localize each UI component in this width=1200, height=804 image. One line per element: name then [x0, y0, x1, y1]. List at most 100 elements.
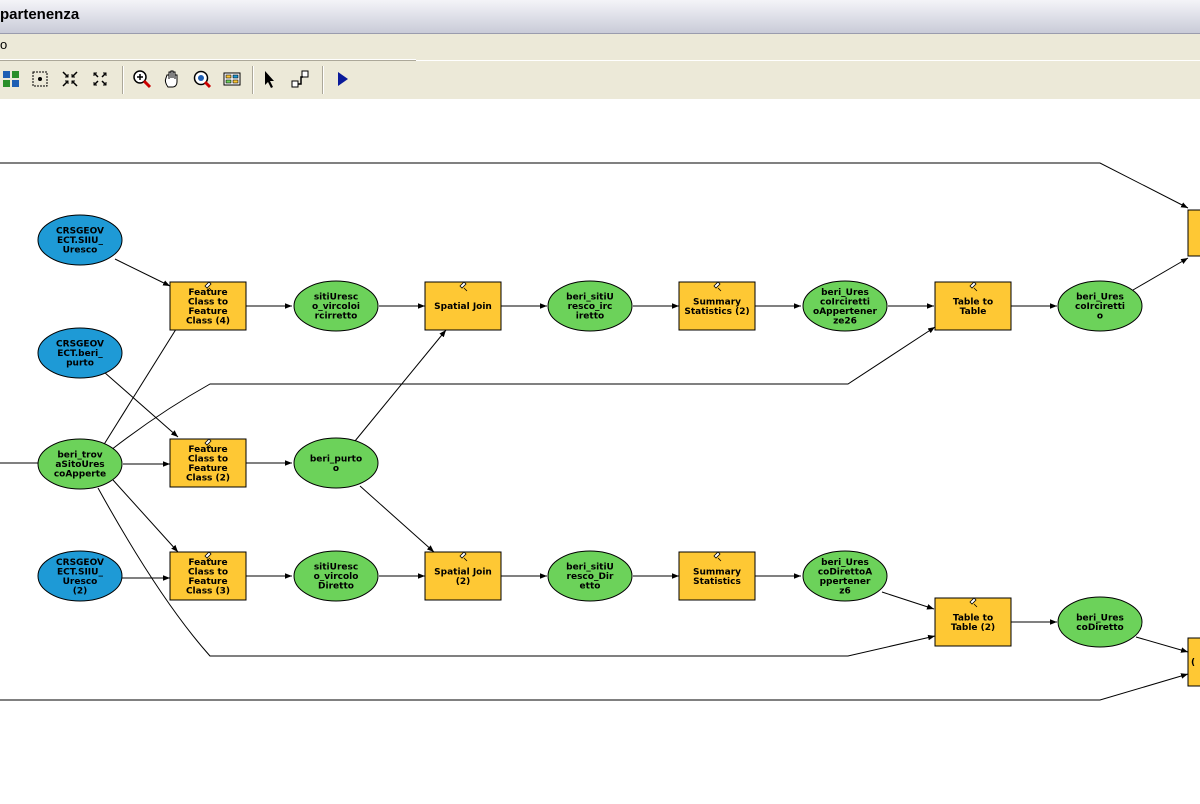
connector: [0, 673, 1189, 701]
toolbar-separator: [252, 66, 253, 94]
node-label: ze26: [833, 316, 857, 326]
tool-box[interactable]: [678, 551, 756, 601]
select-icon[interactable]: [258, 67, 282, 91]
derived-data-ellipse[interactable]: [293, 550, 379, 602]
derived-data-ellipse[interactable]: [547, 550, 633, 602]
node-label: ECT.beri_: [57, 349, 103, 359]
hammer-icon: [459, 281, 468, 292]
node-label: coIrciretti: [820, 297, 870, 307]
node-label: Feature: [188, 577, 227, 587]
connect-icon[interactable]: [288, 67, 312, 91]
connector: [110, 326, 936, 451]
input-data-ellipse[interactable]: [37, 214, 123, 266]
derived-data-ellipse[interactable]: [547, 280, 633, 332]
run-icon[interactable]: [330, 67, 354, 91]
node-label: Table: [960, 307, 987, 317]
menu-item[interactable]: o: [0, 37, 8, 52]
connector: [0, 162, 1189, 209]
zoom-layer-icon[interactable]: [190, 67, 214, 91]
tool-box[interactable]: [169, 551, 247, 601]
grid-icon[interactable]: [220, 67, 244, 91]
node-label: beri_Ures: [821, 288, 869, 298]
node-label: Class (4): [186, 316, 230, 326]
pan-icon[interactable]: [160, 67, 184, 91]
toolbar: [0, 61, 1200, 99]
input-data-ellipse[interactable]: [37, 327, 123, 379]
node-label: coIrciretti: [1075, 302, 1125, 312]
hammer-icon: [204, 438, 213, 449]
zoom-in-fixed-icon[interactable]: [58, 67, 82, 91]
node-label: (2): [456, 577, 471, 587]
tool-box[interactable]: [934, 597, 1012, 647]
connectors: [0, 162, 1189, 701]
node-label: ppertener: [820, 577, 871, 587]
node-label: o_vircolo: [314, 572, 359, 582]
derived-data-ellipse[interactable]: [802, 550, 888, 602]
derived-data-ellipse[interactable]: [293, 437, 379, 489]
node-sj2[interactable]: Spatial Join(2): [424, 551, 502, 601]
menu-separator: [0, 59, 416, 60]
connector: [1132, 257, 1189, 291]
node-sj1[interactable]: Spatial Join: [424, 281, 502, 331]
window-title: partenenza: [0, 6, 80, 23]
node-label: CRSGEOV: [56, 558, 104, 568]
add-data-icon[interactable]: [0, 67, 24, 91]
zoom-in-icon[interactable]: [130, 67, 154, 91]
tool-box[interactable]: [424, 551, 502, 601]
node-label: Feature: [188, 307, 227, 317]
tool-box[interactable]: [169, 438, 247, 488]
node-label: resco_Dir: [567, 572, 614, 582]
derived-data-ellipse[interactable]: [293, 280, 379, 332]
node-label: Feature: [188, 288, 227, 298]
hammer-icon: [713, 281, 722, 292]
tool-box[interactable]: [934, 281, 1012, 331]
node-label: CRSGEOV: [56, 227, 104, 237]
node-label: Table to: [953, 613, 993, 623]
tool-box[interactable]: [169, 281, 247, 331]
node-label: Statistics (2): [684, 307, 749, 317]
model-diagram[interactable]: ( CRSGEOVECT.SIIU_UrescoCRSGEOVECT.beri_…: [0, 99, 1200, 800]
output-tool-partial[interactable]: [1187, 209, 1200, 257]
node-label: (2): [73, 586, 88, 596]
full-extent-icon[interactable]: [28, 67, 52, 91]
tool-box[interactable]: [424, 281, 502, 331]
derived-data-ellipse[interactable]: [802, 280, 888, 332]
derived-data-ellipse[interactable]: [37, 438, 123, 490]
node-label: beri_Ures: [1076, 613, 1124, 623]
hammer-icon: [204, 551, 213, 562]
hammer-icon: [969, 281, 978, 292]
hammer-icon: [713, 551, 722, 562]
tool-box[interactable]: [678, 281, 756, 331]
node-label: aSitoUres: [55, 460, 104, 470]
node-label: Uresco: [63, 577, 98, 587]
node-label: etto: [580, 582, 601, 592]
input-data-ellipse[interactable]: [37, 550, 123, 602]
derived-data-ellipse[interactable]: [1057, 280, 1143, 332]
output-tool-partial[interactable]: [1187, 637, 1200, 687]
zoom-out-fixed-icon[interactable]: [88, 67, 112, 91]
derived-data-ellipse[interactable]: [1057, 596, 1143, 648]
node-label: Statistics: [693, 577, 741, 587]
node-label: Feature: [188, 558, 227, 568]
